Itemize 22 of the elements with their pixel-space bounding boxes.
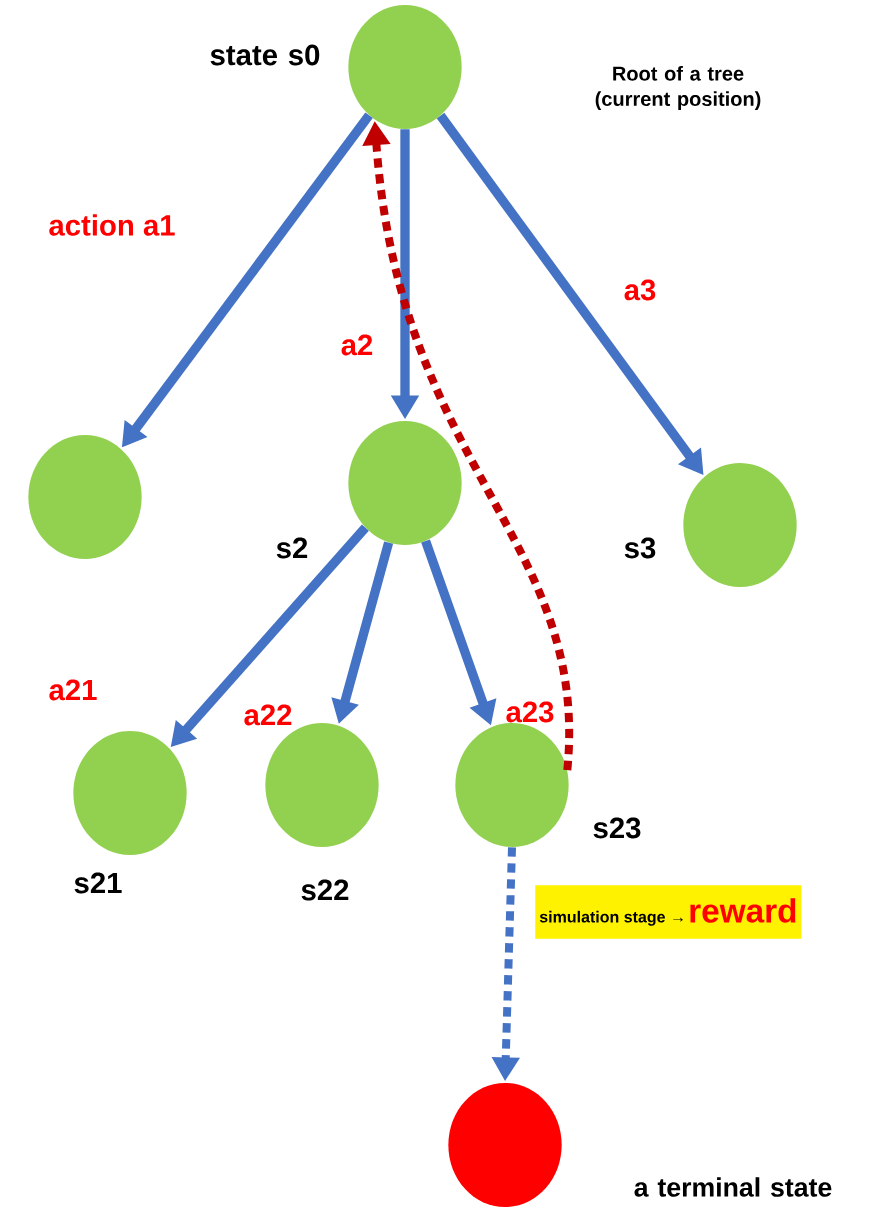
note-text: Root of a tree (current position) — [595, 66, 761, 110]
state-label: s21 — [74, 872, 122, 894]
state-label: s23 — [593, 817, 641, 839]
state-label: state s0 — [210, 44, 320, 66]
edge-label: action a1 — [49, 214, 175, 236]
state-label: s3 — [624, 537, 656, 559]
edge-label: a2 — [341, 334, 373, 356]
state-label: a terminal state — [634, 1177, 832, 1197]
state-circle — [455, 723, 569, 847]
state-circle — [683, 463, 797, 587]
state-label: s2 — [276, 537, 308, 559]
state-circle — [28, 435, 142, 559]
state-circle — [348, 5, 462, 129]
edge-label: a22 — [244, 704, 292, 726]
edge-label: a23 — [506, 701, 554, 723]
state-circle — [73, 731, 187, 855]
highlighted-note: simulation stage → reward — [535, 885, 802, 939]
state-circle — [348, 421, 462, 545]
state-label: s22 — [301, 879, 349, 901]
edge-label: a3 — [624, 279, 656, 301]
state-circle — [448, 1083, 562, 1207]
edge-label: a21 — [49, 679, 97, 701]
